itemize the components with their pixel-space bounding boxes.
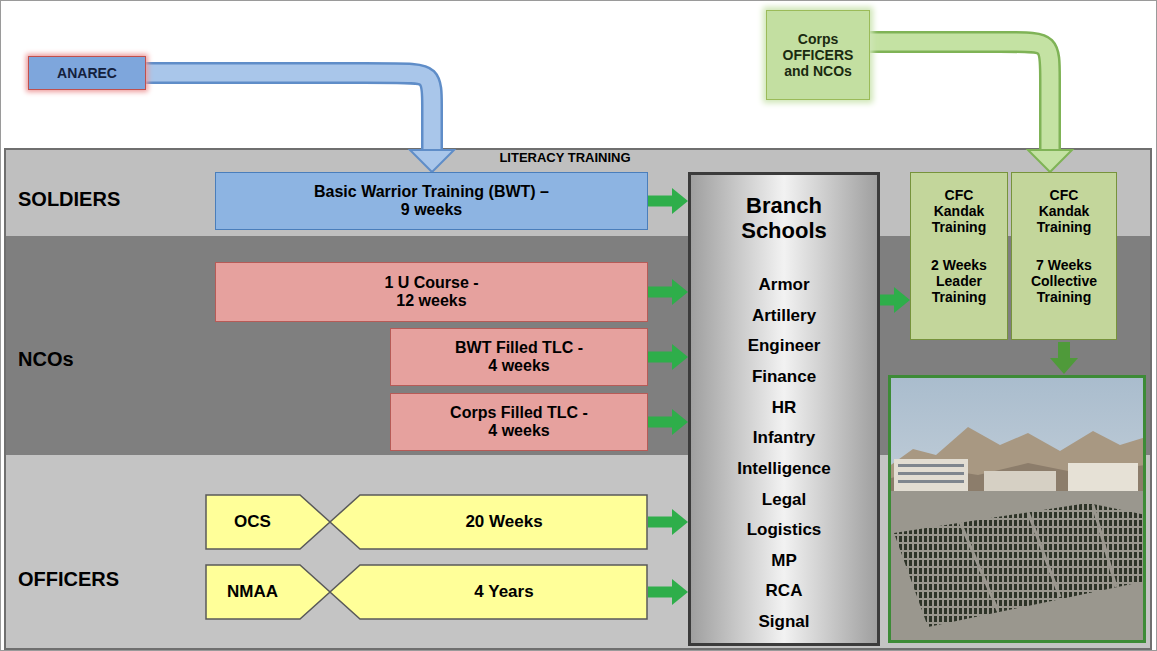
arrow-shaft [648, 587, 674, 598]
box-label: ANAREC [57, 65, 117, 81]
arrow-shaft [870, 42, 1050, 150]
source-box: Corps OFFICERS and NCOs [766, 10, 870, 100]
arrow-head [672, 279, 688, 305]
down-arrow-shaft [1058, 342, 1070, 360]
band-heading: OFFICERS [18, 568, 119, 591]
flow-arrow [648, 409, 688, 435]
branch-title: Branch Schools [724, 193, 844, 244]
branch-item: Logistics [695, 515, 873, 546]
flow-arrow [648, 579, 688, 605]
course-box: Basic Warrior Training (BWT) – 9 weeks [215, 172, 648, 230]
flow-arrow [870, 42, 1072, 172]
box-label: BWT Filled TLC - 4 weeks [452, 339, 587, 376]
photo-aisles [960, 505, 1116, 611]
course-box: BWT Filled TLC - 4 weeks [390, 328, 648, 386]
band-fill [6, 455, 1150, 648]
chevron-label: NMAA [206, 582, 299, 602]
band-heading: NCOs [18, 348, 74, 371]
branch-item: Intelligence [695, 453, 873, 484]
arrow-outline [870, 42, 1050, 150]
branch-item: Signal [695, 606, 873, 637]
arrow-shaft [648, 417, 674, 428]
box-label: Basic Warrior Training (BWT) – 9 weeks [310, 183, 553, 220]
source-box: ANAREC [28, 56, 146, 90]
arrow-head [894, 287, 910, 313]
trainee-band: OFFICERS OCS 20 WeeksNMAA 4 Years [6, 455, 1150, 648]
down-arrow [1050, 342, 1078, 374]
branch-item: MP [695, 545, 873, 576]
chevron-course: NMAA 4 Years [205, 564, 648, 620]
arrow-shaft [146, 73, 432, 150]
band-heading: SOLDIERS [18, 188, 120, 211]
training-label: CFC Kandak Training [925, 187, 993, 235]
arrow-shaft [648, 352, 674, 363]
branch-item: Engineer [695, 331, 873, 362]
arrow-head [672, 579, 688, 605]
chevron-shape [330, 565, 647, 619]
photo-troops [894, 503, 1146, 627]
arrow-shaft [648, 196, 674, 207]
branch-item: HR [695, 392, 873, 423]
box-label: Corps Filled TLC - 4 weeks [447, 404, 592, 441]
branch-item: RCA [695, 576, 873, 607]
flow-arrow [648, 279, 688, 305]
arrow-head [672, 509, 688, 535]
course-box: 1 U Course - 12 weeks [215, 262, 648, 322]
training-label: CFC Kandak Training [1026, 187, 1102, 235]
branch-item: Artillery [695, 300, 873, 331]
chevron-shape [330, 495, 647, 549]
flow-arrow [146, 73, 454, 172]
down-arrow-head [1050, 358, 1078, 374]
branch-item: Finance [695, 361, 873, 392]
chevron-shape [206, 565, 330, 619]
photo-building [1068, 463, 1138, 493]
photo-building [984, 471, 1056, 493]
arrow-head [410, 150, 454, 172]
chevron-label: 4 Years [361, 582, 647, 602]
branch-item: Legal [695, 484, 873, 515]
chevron-outline [205, 494, 648, 550]
arrow-shaft [648, 287, 674, 298]
branch-item: Infantry [695, 423, 873, 454]
branch-item: Armor [695, 270, 873, 301]
arrow-head [672, 344, 688, 370]
course-box: Corps Filled TLC - 4 weeks [390, 393, 648, 451]
arrow-shaft [648, 517, 674, 528]
chevron-label: 20 Weeks [361, 512, 647, 532]
chevron-course: OCS 20 Weeks [205, 494, 648, 550]
section-heading: LITERACY TRAINING [499, 151, 630, 166]
box-label: 1 U Course - 12 weeks [379, 274, 484, 311]
photo-sky [888, 375, 1146, 643]
band-fills [6, 150, 1150, 648]
photo-ground [888, 491, 1146, 643]
training-box: CFC Kandak Training 7 Weeks Collective Tr… [1011, 172, 1117, 340]
box-label: Corps OFFICERS and NCOs [777, 31, 859, 79]
panel-frame [5, 149, 1151, 649]
chevron-label: OCS [206, 512, 299, 532]
arrow-head [672, 409, 688, 435]
chevron-shape [206, 495, 330, 549]
parade-photo [888, 375, 1146, 643]
training-box: CFC Kandak Training 2 Weeks Leader Traini… [910, 172, 1008, 340]
photo-mountains [888, 427, 1146, 493]
arrow-outline [146, 73, 432, 150]
photo-frame [890, 377, 1145, 642]
flow-arrow [648, 344, 688, 370]
flow-arrow [648, 509, 688, 535]
flow-arrow [648, 188, 688, 214]
arrow-shaft [880, 295, 896, 306]
branch-schools-box: Branch SchoolsArmorArtilleryEngineerFina… [688, 172, 880, 646]
arrow-head [672, 188, 688, 214]
flow-arrow [880, 287, 910, 313]
arrow-head [1028, 150, 1072, 172]
training-label: 2 Weeks Leader Training [925, 257, 993, 305]
training-label: 7 Weeks Collective Training [1026, 257, 1102, 305]
photo-building [894, 459, 968, 493]
